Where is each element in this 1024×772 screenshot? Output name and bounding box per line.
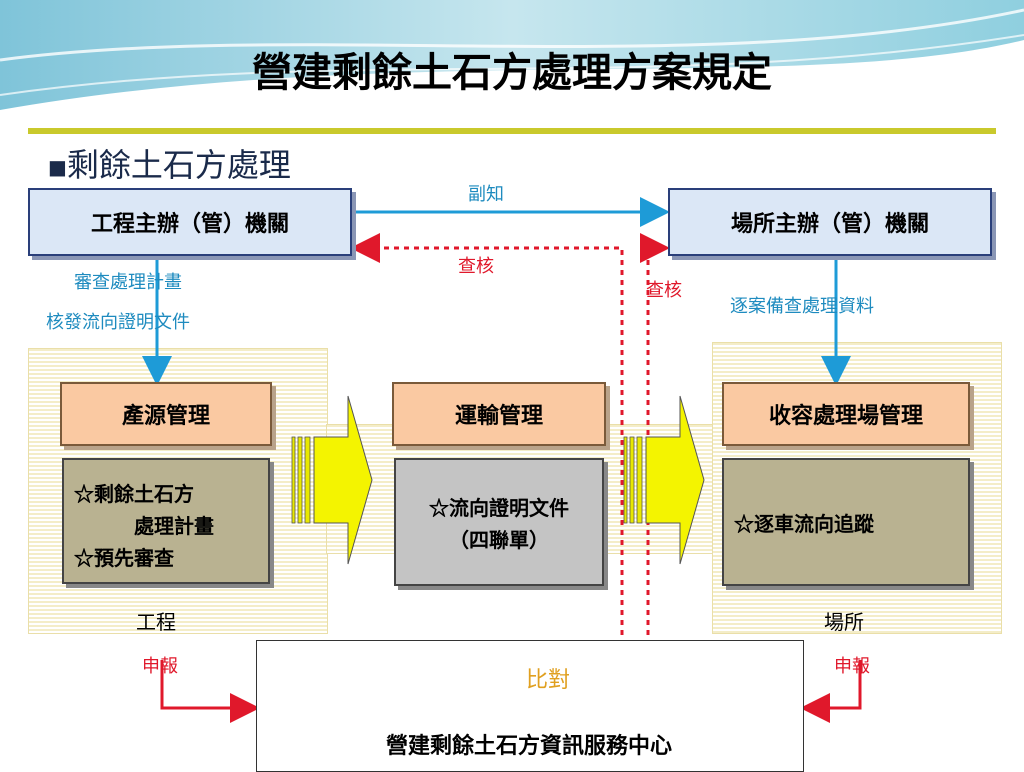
- background-swoosh: [0, 0, 1024, 110]
- report-label-left: 申報: [142, 656, 178, 677]
- transport-management-box: 運輸管理: [392, 382, 606, 446]
- site-label: 場所: [824, 610, 864, 634]
- section-heading: ■剩餘土石方處理: [48, 140, 291, 186]
- site-management-box: 收容處理場管理: [722, 382, 970, 446]
- audit-dotted-left: [350, 233, 624, 705]
- report-label-right: 申報: [834, 656, 870, 677]
- copy-notice-label: 副知: [468, 184, 504, 205]
- issue-docs-label: 核發流向證明文件: [46, 312, 190, 333]
- site-detail-line-1: ☆逐車流向追蹤: [734, 511, 874, 536]
- source-management-box: 產源管理: [60, 382, 272, 446]
- source-detail-box: ☆剩餘土石方 處理計畫 ☆預先審查: [62, 458, 270, 584]
- engineering-authority-box: 工程主辦（管）機關: [28, 188, 352, 256]
- bullet-icon: ■: [48, 155, 67, 179]
- transport-detail-box: ☆流向證明文件 （四聯單）: [394, 458, 604, 586]
- compare-label: 比對: [526, 668, 571, 693]
- source-detail-line-1: ☆剩餘土石方: [74, 482, 194, 506]
- transport-detail-line-1: ☆流向證明文件: [429, 496, 569, 520]
- engineering-label: 工程: [136, 610, 176, 634]
- review-plan-label: 審查處理計畫: [74, 272, 182, 293]
- audit-label-right: 查核: [646, 280, 682, 301]
- audit-dotted-right: [640, 233, 670, 705]
- flow-arrow-2: [623, 395, 705, 565]
- audit-label-left: 查核: [458, 256, 494, 277]
- site-authority-box: 場所主辦（管）機關: [668, 188, 992, 256]
- title-divider: [28, 128, 996, 134]
- section-heading-text: 剩餘土石方處理: [66, 146, 291, 184]
- page-title: 營建剩餘土石方處理方案規定: [252, 50, 772, 96]
- flow-arrow-1: [291, 395, 373, 565]
- report-left-line: [160, 660, 260, 723]
- site-records-label: 逐案備查處理資料: [730, 296, 874, 317]
- transport-detail-line-2: （四聯單）: [449, 528, 549, 552]
- info-center-label: 營建剩餘土石方資訊服務中心: [385, 733, 672, 759]
- source-detail-line-2: 處理計畫: [134, 514, 214, 538]
- report-right-line: [800, 660, 862, 723]
- site-detail-box: ☆逐車流向追蹤: [722, 458, 970, 586]
- source-detail-line-3: ☆預先審查: [74, 546, 174, 570]
